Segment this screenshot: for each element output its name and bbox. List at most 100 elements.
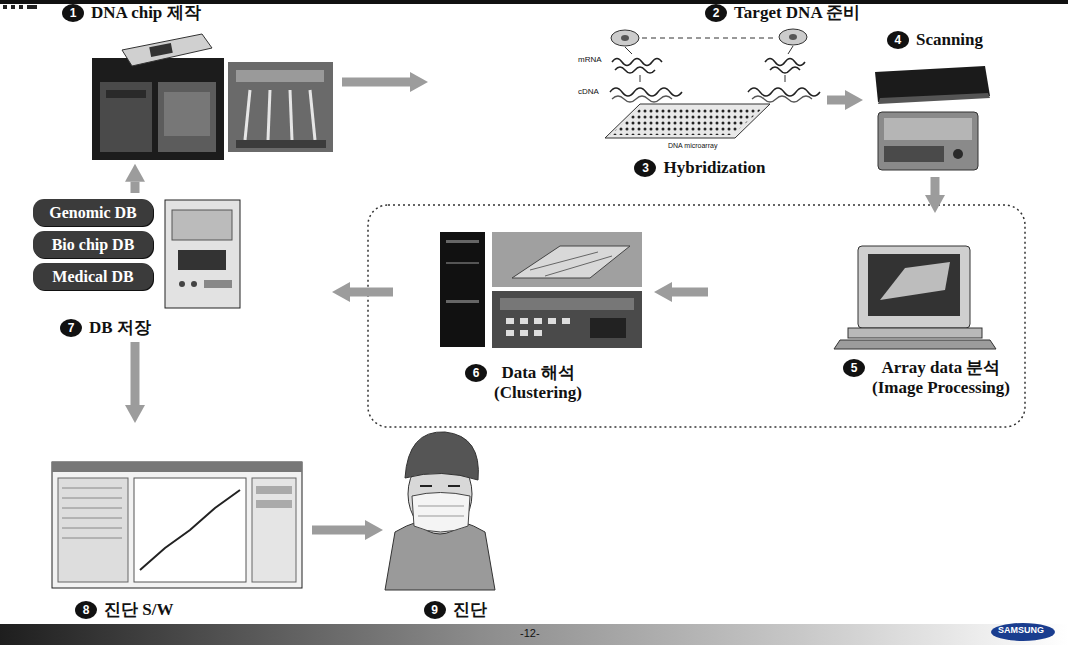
target-dna-art (789, 34, 797, 40)
server-art (191, 281, 197, 287)
flow-arrow (827, 96, 845, 105)
surgeon-figure (418, 506, 464, 507)
step-caption: 8진단 S/W (40, 600, 310, 620)
caption-row: 7DB 저장 (60, 318, 151, 338)
database-label: Genomic DB (49, 204, 137, 222)
database-label: Medical DB (52, 268, 133, 286)
scanner-art (878, 112, 978, 170)
chip-photo (268, 90, 270, 140)
chip-photo (106, 90, 146, 98)
server-art (172, 210, 232, 240)
process-step: 9진단 (385, 425, 525, 622)
clustering-art (446, 262, 479, 264)
clustering-art (562, 318, 570, 324)
step-number: 2 (705, 4, 727, 22)
surgeon-figure (420, 485, 432, 487)
clustering-art (520, 330, 528, 336)
flow-arrow (312, 526, 365, 535)
database-box: Bio chip DB (33, 231, 153, 258)
top-bar (27, 5, 37, 9)
computer-art (858, 246, 970, 328)
target-dna-art (612, 59, 662, 66)
surgeon-figure (412, 493, 470, 533)
step-number: 8 (75, 601, 97, 619)
clustering-art (446, 240, 479, 243)
microarray-art (605, 104, 770, 138)
caption-text: DB 저장 (89, 318, 151, 338)
step-title: DB 저장 (89, 318, 151, 338)
process-step: 2 Target DNA 준비 (430, 3, 860, 83)
chip-photo (236, 70, 324, 82)
footer-bar (991, 623, 1055, 641)
scanner-art (953, 149, 963, 159)
clustering-art (492, 291, 642, 348)
region-outline (368, 205, 1025, 427)
target-dna-art (765, 59, 805, 66)
step-number: 3 (634, 159, 656, 177)
software-screenshot (62, 488, 122, 489)
caption-text: Target DNA 준비 (734, 3, 860, 23)
process-step: 3Hybridization (575, 88, 825, 180)
flow-arrow (131, 182, 140, 193)
illustration-label: mRNA (578, 56, 602, 65)
server-art (165, 200, 240, 308)
chip-photo (122, 34, 212, 66)
chip-photo (164, 92, 210, 136)
target-dna-art (779, 29, 807, 45)
database-label: Bio chip DB (52, 236, 135, 254)
top-bar (11, 5, 15, 9)
caption-row: 3Hybridization (634, 158, 765, 178)
software-screenshot (256, 486, 292, 494)
chip-photo (245, 90, 250, 140)
step-caption: 6Data 해석(Clustering) (395, 363, 652, 403)
target-dna-art (640, 75, 641, 82)
surgeon-figure (385, 432, 495, 590)
top-bar (3, 5, 7, 9)
target-dna-art (770, 67, 800, 73)
step-caption: 4Scanning (865, 30, 1005, 50)
software-screenshot (62, 528, 122, 529)
step-title: Data 해석 (501, 363, 574, 383)
clustering-art (548, 318, 556, 324)
server-art (165, 200, 240, 308)
step-title: Array data 분석 (881, 358, 1000, 378)
target-dna-art (621, 35, 629, 41)
flow-arrow (131, 342, 140, 405)
scanner-art (884, 118, 972, 140)
flow-arrow (342, 78, 410, 87)
database-box: Genomic DB (33, 199, 153, 226)
caption-text: DNA chip 제작 (91, 3, 201, 23)
top-bar (19, 5, 23, 9)
caption-row: 6Data 해석(Clustering) (465, 363, 582, 403)
step-number: 5 (843, 359, 865, 377)
caption-text: 진단 (453, 600, 487, 620)
process-step: 6Data 해석(Clustering) (395, 222, 652, 405)
step-caption: 3Hybridization (575, 158, 825, 178)
step-number: 1 (62, 4, 84, 22)
target-dna-art (610, 88, 682, 96)
clustering-art (545, 256, 612, 276)
target-dna-art (612, 96, 672, 102)
caption-text: Scanning (916, 30, 983, 50)
target-dna-art (642, 38, 776, 39)
step-caption: 1 DNA chip 제작 (60, 3, 340, 23)
chip-photo (236, 140, 326, 148)
target-dna-art (610, 29, 820, 102)
caption-text: Data 해석(Clustering) (494, 363, 582, 403)
clustering-art (440, 232, 642, 348)
step-title: (Clustering) (494, 383, 582, 403)
target-dna-art (748, 88, 820, 96)
software-screenshot (62, 538, 122, 539)
scanner-art (878, 93, 990, 104)
caption-row: 4Scanning (887, 30, 983, 50)
step-caption: 9진단 (385, 600, 525, 620)
surgeon-figure (405, 432, 478, 480)
software-screenshot (62, 498, 122, 499)
chip-photo (290, 90, 292, 140)
chip-photo (310, 90, 315, 140)
flow-arrow (350, 288, 393, 297)
step-title: (Image Processing) (872, 378, 1010, 398)
flow-arrow (931, 177, 940, 195)
